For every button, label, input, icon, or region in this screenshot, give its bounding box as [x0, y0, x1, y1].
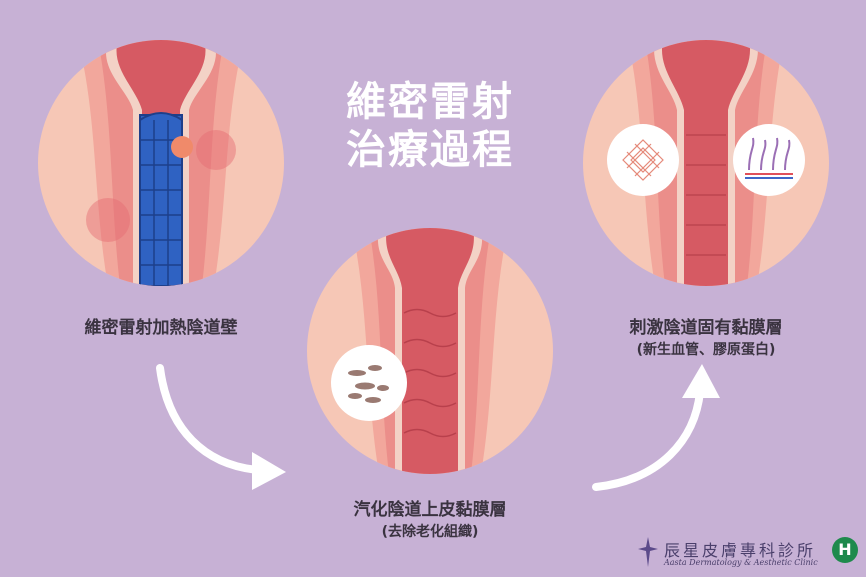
- step-1-label: 維密雷射加熱陰道壁: [84, 318, 238, 338]
- clinic-english-name: Aasta Dermatology & Aesthetic Clinic: [664, 558, 818, 567]
- star-logo-icon: [638, 537, 658, 567]
- arrow-step-1-to-2: [156, 364, 262, 474]
- step-3-illustration: [583, 40, 829, 286]
- arrow-head-2: [682, 364, 720, 398]
- clinic-logo: 辰星皮膚專科診所 Aasta Dermatology & Aesthetic C…: [632, 535, 862, 573]
- step-2-caption: 汽化陰道上皮黏膜層 (去除老化組織): [307, 498, 553, 542]
- step-2-label: 汽化陰道上皮黏膜層: [353, 500, 507, 520]
- clinic-name: 辰星皮膚專科診所: [664, 541, 817, 560]
- step-3-caption: 刺激陰道固有黏膜層 (新生血管、膠原蛋白): [583, 316, 829, 360]
- step-2-sublabel: (去除老化組織): [381, 524, 479, 540]
- step-3-sublabel: (新生血管、膠原蛋白): [636, 342, 776, 358]
- arrow-step-2-to-3: [592, 388, 704, 491]
- title-line-1: 維密雷射: [346, 79, 514, 125]
- step-3-label: 刺激陰道固有黏膜層: [629, 318, 783, 338]
- arrow-head-1: [252, 452, 286, 490]
- step-2-illustration: [307, 228, 553, 474]
- step-1-illustration: [38, 40, 284, 286]
- title-line-2: 治療過程: [346, 127, 514, 173]
- step-1-caption: 維密雷射加熱陰道壁: [38, 316, 284, 340]
- diagram-title: 維密雷射 治療過程: [300, 78, 560, 174]
- hospital-badge-icon: H: [832, 537, 858, 563]
